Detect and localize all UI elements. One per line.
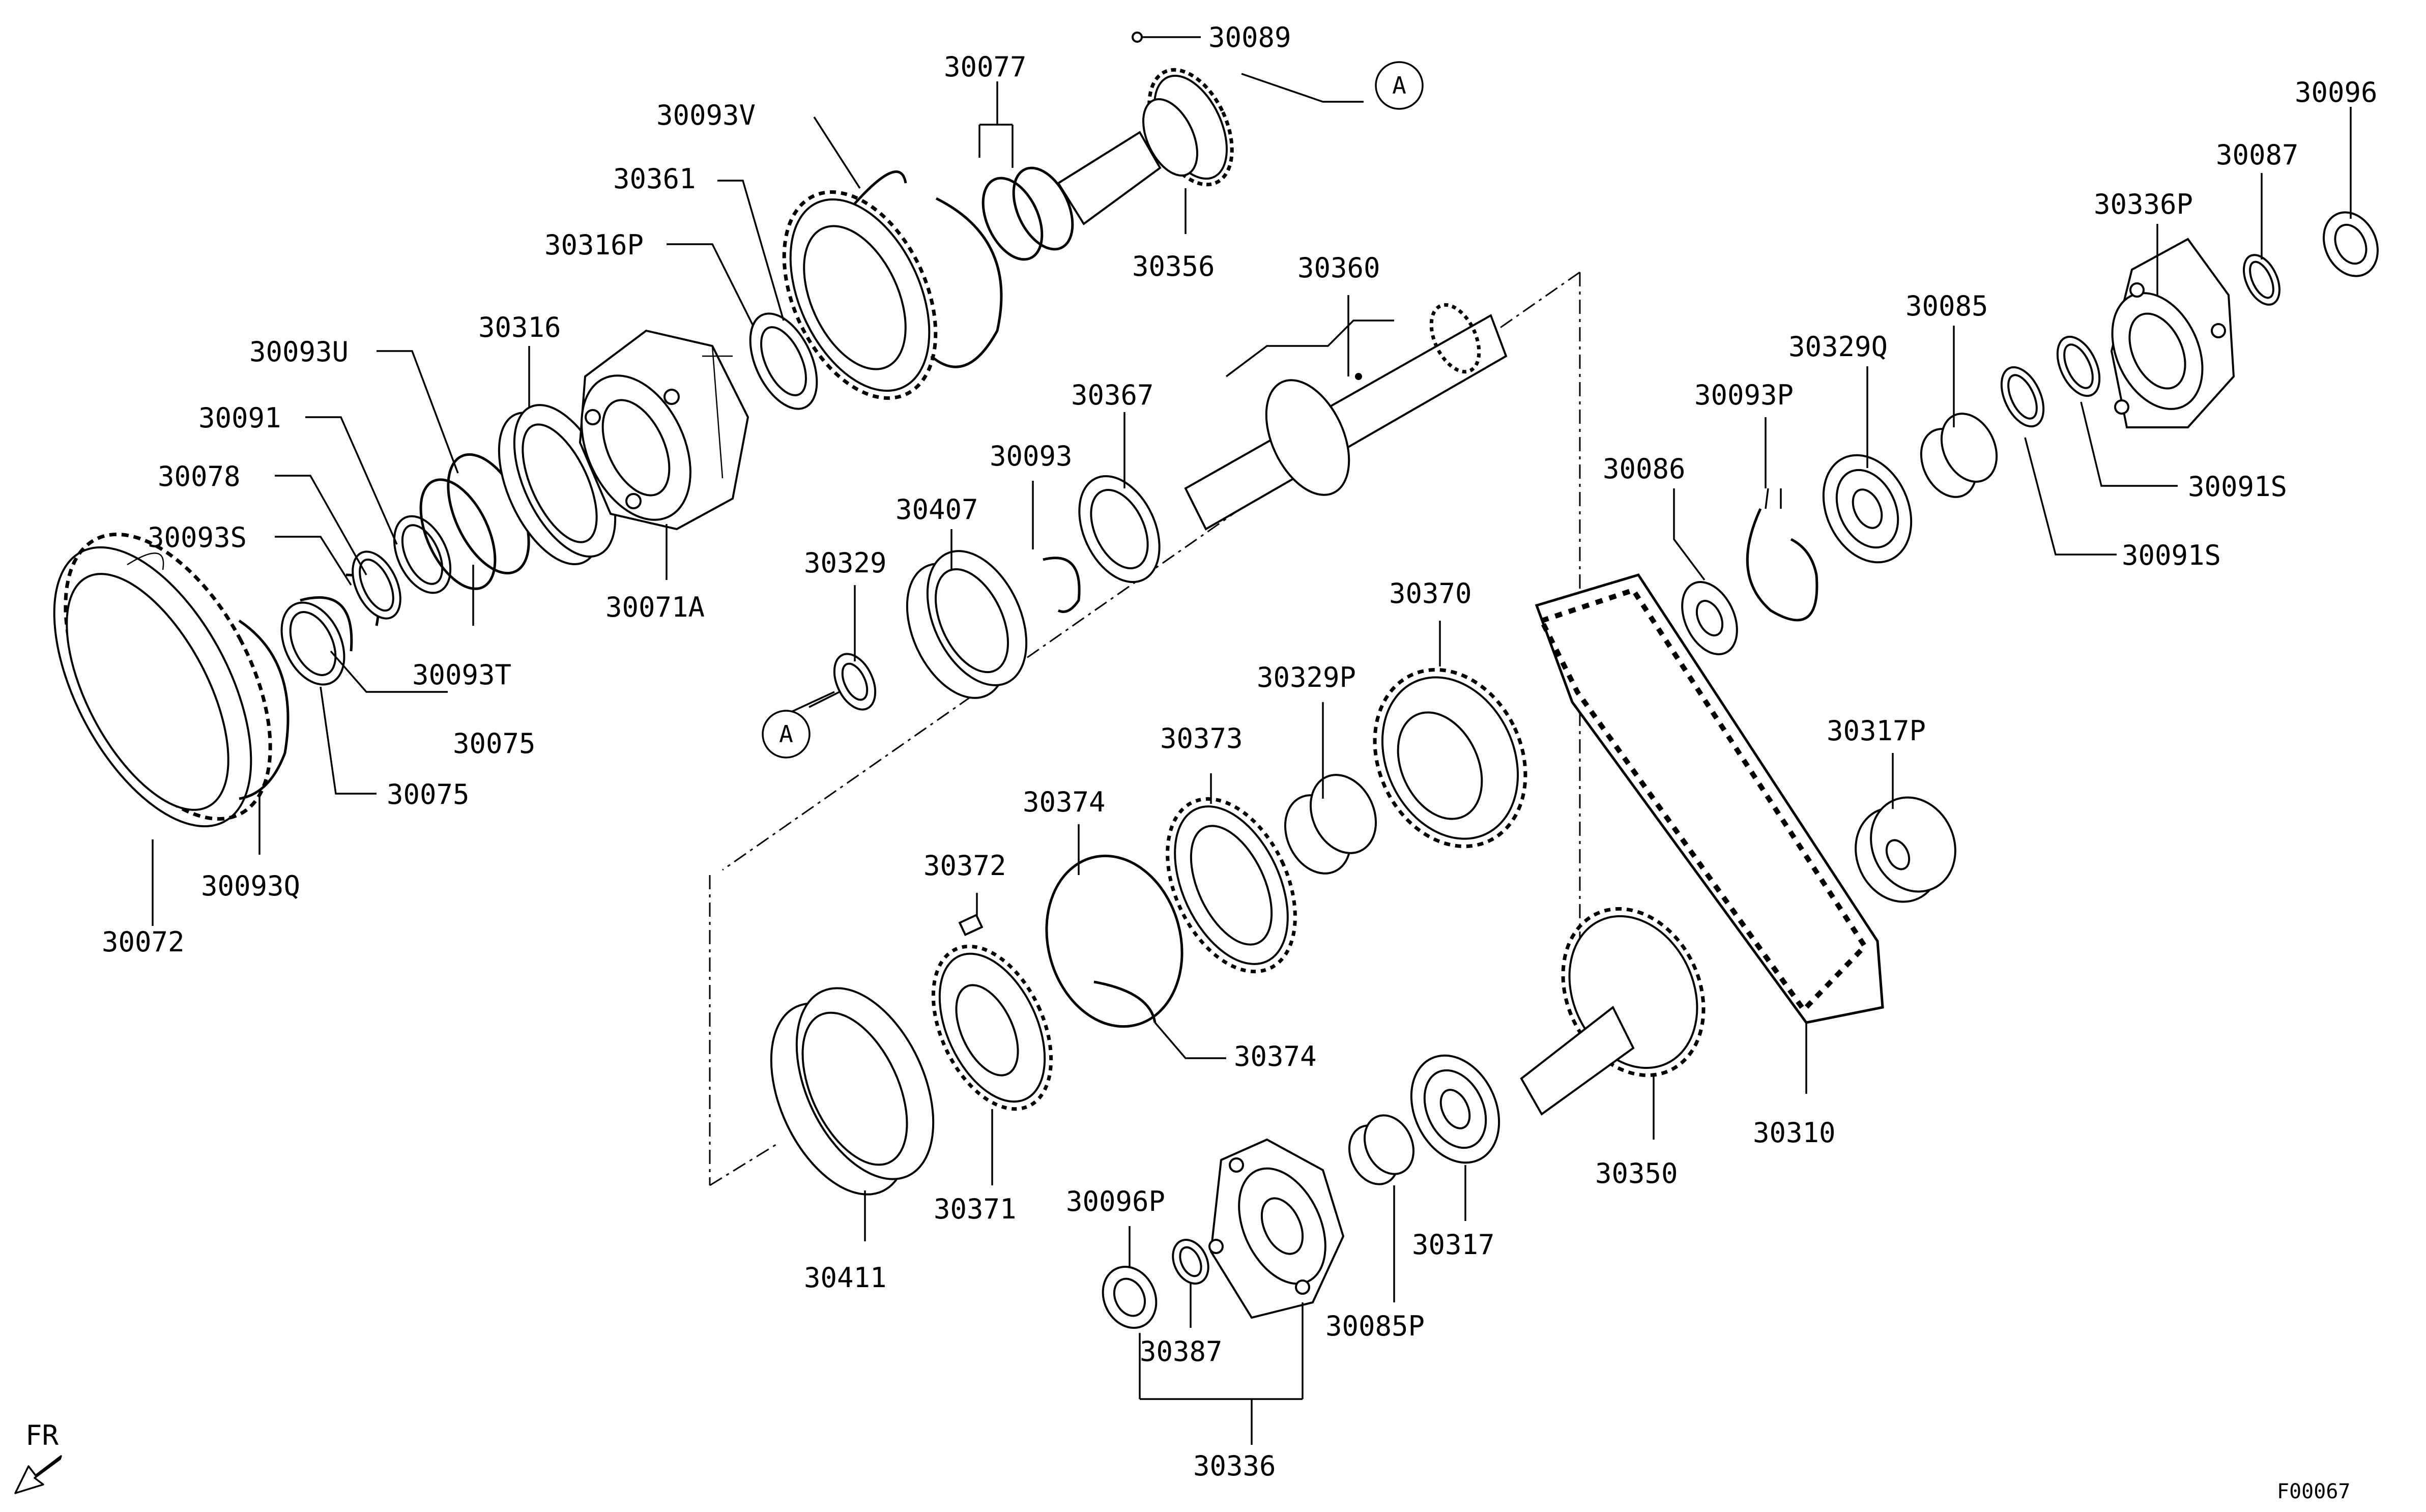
- part-30360-main-shaft: [1184, 303, 1508, 531]
- part-30374-springs: [1045, 854, 1183, 1028]
- part-30093V-snap-ring: [854, 170, 1003, 368]
- label-30387: 30387: [1140, 1335, 1223, 1368]
- part-small-rings-30093S-30078-30091: [345, 515, 452, 626]
- part-30075-rings: [280, 596, 353, 686]
- label-30078: 30078: [158, 460, 241, 492]
- label-30093V: 30093V: [656, 99, 756, 131]
- label-30367: 30367: [1071, 379, 1154, 411]
- direction-label: FR: [25, 1419, 59, 1451]
- part-30317-bearing: [1410, 1054, 1500, 1164]
- label-30091S-a: 30091S: [2188, 471, 2287, 503]
- drawing-code: F00067: [2277, 1480, 2351, 1503]
- ref-a-top: A: [1392, 72, 1406, 99]
- label-30317P: 30317P: [1827, 715, 1926, 747]
- label-30374-b: 30374: [1234, 1040, 1317, 1072]
- part-30091S-rings: [2000, 335, 2101, 428]
- label-30091: 30091: [198, 402, 281, 434]
- part-30370-sprocket: [1373, 667, 1527, 849]
- label-30310: 30310: [1753, 1117, 1836, 1149]
- label-30316P: 30316P: [544, 229, 644, 261]
- part-30336-flange: [1208, 1138, 1345, 1319]
- part-30085-bush: [1920, 413, 1998, 498]
- part-30071A-planet-carrier: [579, 329, 749, 531]
- label-30336P: 30336P: [2094, 188, 2193, 220]
- label-30093: 30093: [990, 440, 1073, 472]
- label-30374-a: 30374: [1023, 786, 1106, 818]
- part-30096-nut: [2323, 211, 2379, 277]
- label-30407: 30407: [896, 493, 978, 526]
- part-30093P-snap-ring: [1746, 488, 1818, 622]
- part-30350-output-shaft: [1520, 907, 1706, 1116]
- label-30096: 30096: [2295, 76, 2378, 108]
- ref-circle-a-left: [762, 710, 811, 759]
- part-30316-bearing: [498, 404, 617, 565]
- label-30316: 30316: [478, 311, 561, 343]
- part-30329P-sleeve: [1284, 774, 1377, 875]
- front-direction-indicator: FR: [14, 1419, 62, 1494]
- label-30071A: 30071A: [605, 591, 705, 623]
- label-30370: 30370: [1389, 577, 1472, 609]
- part-30372-key: [958, 913, 984, 937]
- part-30367-needle-bearing: [1078, 475, 1161, 583]
- ref-a-left: A: [779, 720, 793, 748]
- part-30387-ring: [1172, 1239, 1209, 1285]
- part-30072-ring-gear: [53, 532, 272, 828]
- label-30317: 30317: [1412, 1229, 1495, 1261]
- label-30329Q: 30329Q: [1788, 331, 1888, 363]
- label-30086: 30086: [1603, 453, 1686, 485]
- part-30317P-bush: [1855, 796, 1956, 903]
- direction-arrow-icon: [14, 1455, 62, 1494]
- label-30075-a: 30075: [453, 728, 536, 760]
- part-30077-rings: [981, 166, 1074, 261]
- part-30093-snap-ring: [1043, 557, 1081, 613]
- part-30093Q-snap-ring: [238, 619, 290, 800]
- label-30093S: 30093S: [148, 521, 247, 554]
- label-30072: 30072: [102, 926, 185, 958]
- part-30087-ring: [2243, 254, 2280, 306]
- label-30091S-b: 30091S: [2122, 539, 2221, 571]
- part-30407-sleeve: [906, 550, 1028, 699]
- part-30371-hub: [931, 944, 1053, 1111]
- part-30336P-flange: [2110, 238, 2235, 428]
- part-labels: 30089 30077 30093V 30361 30316P 30356 30…: [102, 21, 2378, 1482]
- part-30356-input-shaft: [1057, 68, 1234, 225]
- label-30077: 30077: [944, 51, 1027, 83]
- label-30085: 30085: [1905, 290, 1988, 322]
- label-30350: 30350: [1595, 1157, 1678, 1189]
- label-30075-b: 30075: [387, 778, 470, 810]
- label-30093P: 30093P: [1694, 379, 1794, 411]
- part-30411-sleeve: [770, 987, 935, 1196]
- part-30310-drive-chain: [1535, 573, 1884, 1024]
- label-30356: 30356: [1132, 250, 1215, 282]
- label-30329P: 30329P: [1257, 661, 1356, 693]
- label-30336: 30336: [1193, 1450, 1276, 1482]
- label-30373: 30373: [1160, 722, 1243, 754]
- part-30361-gear: [782, 190, 938, 400]
- label-30360: 30360: [1297, 252, 1380, 284]
- label-30361: 30361: [613, 163, 696, 195]
- label-30093Q: 30093Q: [201, 870, 300, 902]
- part-30086-washer: [1681, 581, 1738, 655]
- label-30085P: 30085P: [1325, 1310, 1425, 1342]
- part-30329Q-bearing: [1822, 454, 1913, 564]
- part-30085P-bush: [1348, 1114, 1415, 1185]
- part-30096P-nut: [1102, 1265, 1158, 1329]
- label-30096P: 30096P: [1066, 1185, 1165, 1217]
- part-30316P-needle-bearing: [749, 312, 818, 410]
- label-30093T: 30093T: [412, 659, 511, 691]
- label-30372: 30372: [923, 850, 1006, 882]
- label-30093U: 30093U: [249, 336, 349, 368]
- label-30329: 30329: [804, 547, 887, 579]
- label-30087: 30087: [2216, 139, 2299, 171]
- part-30329-needle-bearing: [833, 653, 877, 711]
- label-30089: 30089: [1208, 21, 1291, 53]
- part-30373-sync-ring: [1166, 797, 1297, 974]
- label-30371: 30371: [934, 1193, 1017, 1225]
- leader-lines: [152, 32, 2352, 1445]
- label-30411: 30411: [804, 1262, 887, 1294]
- reference-markers: A A: [762, 61, 1424, 759]
- ref-circle-a-top: [1375, 61, 1424, 110]
